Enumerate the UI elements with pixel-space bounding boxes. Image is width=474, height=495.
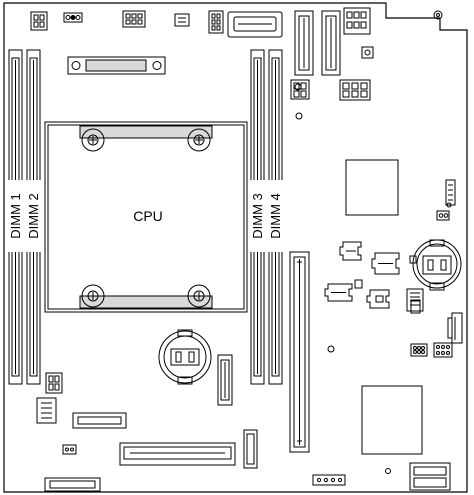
mounting-hole-c [327,345,335,353]
cmos-battery-center [158,329,212,385]
power-connector-6pin [339,79,371,101]
header-dots-2 [433,342,453,358]
clip-connector-1 [339,241,362,261]
fan-connector-3 [208,10,224,34]
chip-bmc [345,159,399,216]
side-sata-connector [447,312,463,344]
top-wide-connector [227,11,283,38]
side-connector-vertical [445,179,456,206]
clip-connector-2 [371,252,400,275]
dimm-label-bg-right [249,180,285,252]
sd-card-slot [409,462,451,491]
bottom-long-connector [119,442,236,466]
pcie-slot [289,251,310,453]
vertical-connector-bottom [243,429,258,469]
corner-standoff [433,10,443,20]
vertical-connector-center [217,354,233,406]
clip-connector-3 [324,283,353,302]
connector-left-vertical [36,397,57,424]
connector-4pin-bottom-left [45,372,63,394]
chip-pch [361,385,423,455]
small-switch [361,46,374,59]
cpu-screw-bottom-right [187,284,211,308]
small-capacitor-1 [354,279,363,289]
fan-connector-1 [122,10,146,28]
power-connector-4pin [290,79,310,100]
header-dots-1 [410,343,428,357]
power-connector-top-right [343,7,371,35]
small-header-bottom-right [312,474,346,486]
dimm-4-label: DIMM 4 [268,193,283,239]
clip-connector-4 [366,289,390,309]
cpu-label: CPU [133,208,163,224]
dimm-1-label: DIMM 1 [8,193,23,239]
header-connector-6 [406,288,424,312]
cmos-battery-right [412,239,462,291]
vertical-slot-left [294,10,314,76]
cpu-socket [44,121,248,313]
horizontal-connector-1 [72,412,127,429]
dimm-label-bg-left [7,180,43,252]
led-header-top [63,12,83,23]
cpu-screw-bottom-left [81,284,105,308]
horizontal-connector-2 [44,477,101,492]
small-hole-bottom [385,468,391,474]
cpu-screw-top-right [187,128,211,152]
dimm-2-label: DIMM 2 [26,193,41,239]
small-header-bottom [62,444,77,455]
bracket-top-left [67,56,166,75]
power-connector-top-left [30,11,48,31]
board-corner-tab [385,3,440,19]
vertical-slot-right [321,10,341,76]
fan-connector-2 [174,13,190,27]
cpu-screw-top-left [81,128,105,152]
small-capacitor-3 [410,299,421,314]
jumper-pins [436,210,450,221]
dimm-3-label: DIMM 3 [250,193,265,239]
mounting-hole-b [295,112,303,120]
